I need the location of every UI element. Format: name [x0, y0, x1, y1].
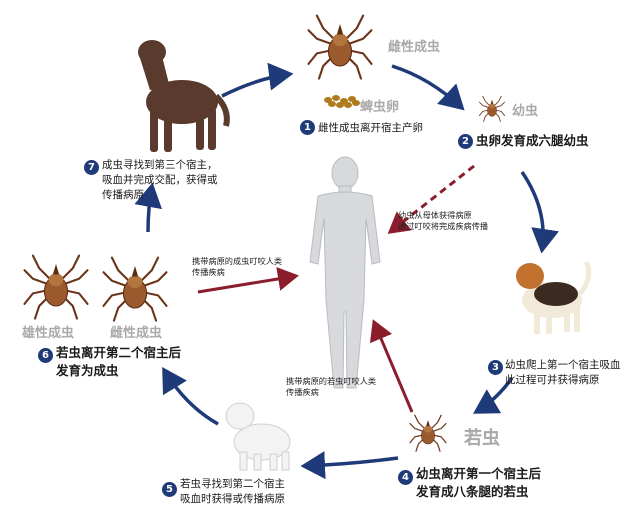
arrow-adults-to-dog — [134, 182, 163, 233]
beagle-dog — [516, 260, 592, 334]
brown-dog — [138, 40, 230, 152]
white-dog — [225, 402, 291, 471]
larva-tick — [478, 95, 506, 122]
step-5-caption-line1: 若虫寻找到第二个宿主 — [180, 478, 285, 490]
arrow-larva-to-human-dashed — [387, 164, 475, 234]
arrow-nymph-to-human — [369, 319, 414, 413]
step-6-caption-line2: 发育为成虫 — [56, 363, 119, 378]
annotation-adult-human-line1: 携带病原的成虫叮咬人类 — [192, 256, 283, 266]
step-2-caption: 虫卵发育成六腿幼虫 — [476, 133, 589, 148]
arrow-nymph-to-whitedog — [300, 451, 399, 480]
female-tick-top — [307, 14, 373, 80]
step-4-caption-line2: 发育成八条腿的若虫 — [416, 484, 529, 499]
annotation-adult-human-line2: 传播疾病 — [192, 267, 225, 277]
step-7-caption-line1: 成虫寻找到第三个宿主， — [102, 159, 218, 171]
arrow-adult-to-human — [197, 267, 299, 294]
step-3-caption-line1: 幼虫爬上第一个宿主吸血 — [505, 359, 621, 371]
human-silhouette — [309, 156, 381, 389]
egg-cluster — [324, 95, 360, 108]
step-badge-2: 2 — [458, 134, 473, 149]
step-badge-7: 7 — [84, 160, 99, 175]
arrow-whitedog-to-adults — [162, 367, 219, 426]
step-7-caption-line2: 吸血并完成交配，获得或 — [102, 174, 218, 186]
step-badge-6: 6 — [38, 348, 53, 363]
arrow-eggs-to-larva — [391, 64, 465, 111]
male-tick — [23, 254, 89, 320]
step-badge-3: 3 — [488, 360, 503, 375]
arrow-larva-to-beagle — [520, 171, 559, 254]
arrow-dog-to-female — [221, 62, 294, 98]
annotation-nymph-human-line2: 传播疾病 — [286, 387, 319, 397]
step-3-caption-line2: 此过程可并获得病原 — [505, 374, 600, 386]
step-badge-1: 1 — [300, 120, 315, 135]
step-6-caption-line1: 若虫离开第二个宿主后 — [56, 345, 182, 360]
label-female-adult-top: 雌性成虫 — [388, 40, 441, 55]
label-male-adult: 雄性成虫 — [22, 326, 75, 341]
label-female-adult-left: 雌性成虫 — [110, 326, 163, 341]
step-4-caption-line1: 幼虫离开第一个宿主后 — [416, 466, 542, 481]
step-5-caption-line2: 吸血时获得或传播病原 — [180, 493, 285, 505]
nymph-tick — [409, 414, 447, 452]
step-7-caption-line3: 传播病原 — [102, 189, 144, 201]
female-tick-left — [102, 256, 168, 322]
annotation-nymph-human-line1: 携带病原的若虫叮咬人类 — [286, 376, 377, 386]
step-badge-5: 5 — [162, 482, 177, 497]
label-nymph: 若虫 — [464, 428, 500, 449]
annotation-larva-human-line1: 幼虫从母体获得病原 — [398, 210, 472, 220]
annotation-larva-human-line2: 通过叮咬将完成疾病传播 — [398, 221, 489, 231]
arrow-beagle-to-nymph — [472, 376, 514, 414]
step-1-caption: 雌性成虫离开宿主产卵 — [318, 122, 423, 134]
label-eggs: 蜱虫卵 — [360, 100, 400, 115]
step-badge-4: 4 — [398, 470, 413, 485]
label-larva: 幼虫 — [512, 104, 539, 119]
